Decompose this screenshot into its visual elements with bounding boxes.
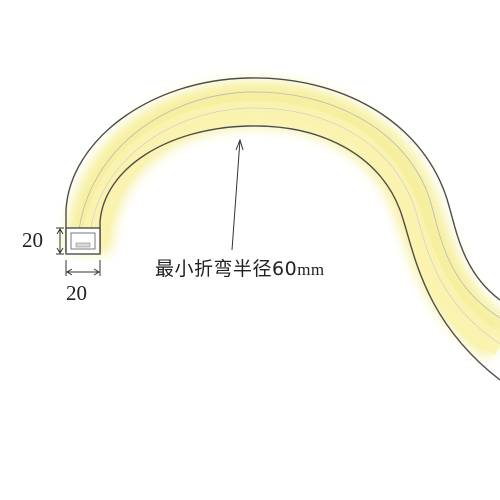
callout-unit: mm [297, 260, 325, 279]
strip-inner-edge-3 [89, 107, 500, 345]
strip-core [81, 100, 500, 356]
height-dimension [56, 227, 64, 255]
bend-radius-callout: 最小折弯半径60mm [155, 254, 325, 281]
strip-cross-section [65, 227, 101, 255]
strip-inner-edge [99, 125, 500, 381]
callout-leader-line [231, 139, 241, 251]
callout-value: 60 [272, 258, 298, 280]
strip-inner-edge-2 [77, 91, 500, 319]
callout-arrowhead [235, 138, 244, 151]
strip-outer-edge [65, 77, 500, 301]
callout-main-text: 最小折弯半径 [155, 258, 273, 280]
height-dimension-label: 20 [22, 228, 43, 252]
width-dimension-label: 20 [66, 281, 87, 305]
width-dimension [65, 260, 101, 276]
